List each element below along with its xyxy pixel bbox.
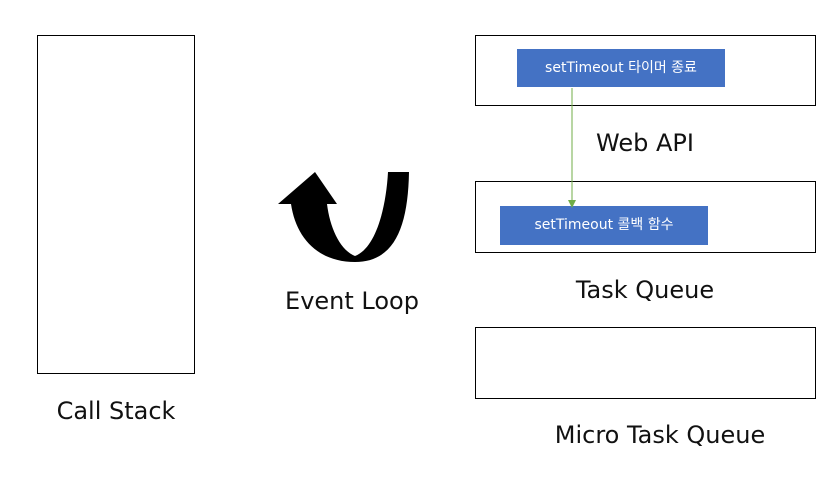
micro-task-queue-box: [475, 327, 816, 399]
curved-arrow-icon: [278, 172, 409, 262]
call-stack-box: [37, 35, 195, 374]
micro-task-queue-label: Micro Task Queue: [554, 421, 766, 449]
task-queue-label: Task Queue: [575, 276, 715, 304]
callback-chip: setTimeout 콜백 함수: [500, 206, 708, 245]
event-loop-label: Event Loop: [285, 287, 419, 315]
web-api-label: Web API: [596, 129, 694, 157]
timer-done-chip: setTimeout 타이머 종료: [517, 49, 725, 87]
call-stack-label: Call Stack: [56, 397, 176, 425]
